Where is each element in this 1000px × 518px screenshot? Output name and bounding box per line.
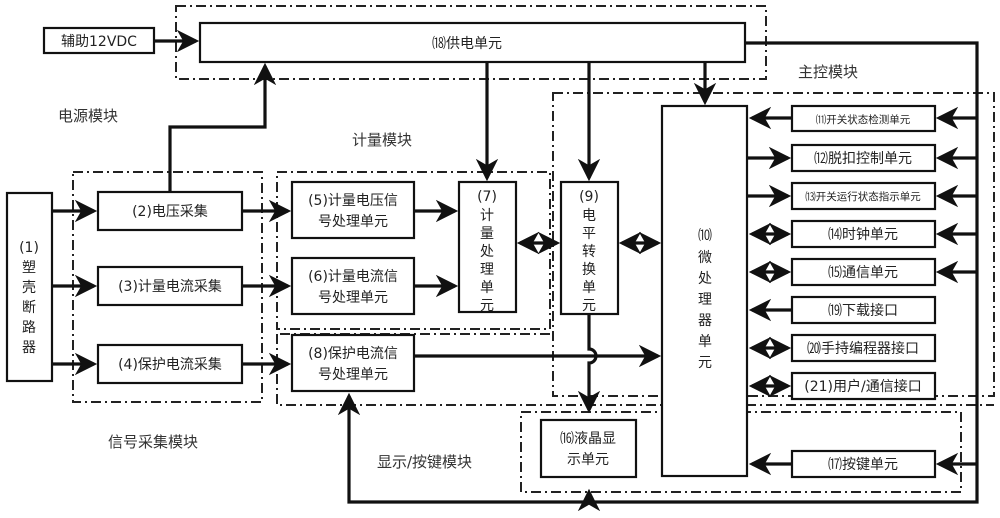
clock-unit	[790, 219, 937, 249]
communication-unit	[790, 257, 937, 287]
display-module-label: 显示/按键模块	[377, 453, 472, 471]
handheld-programmer-port-label: ⒇手持编程器接口	[807, 340, 919, 357]
protection-current-processing-label: (8)保护电流信	[308, 346, 398, 362]
lcd-display-label-2: 示单元	[567, 452, 609, 468]
metering-current-processing-label: (6)计量电流信	[308, 269, 398, 285]
svg-text:(1): (1)	[19, 240, 39, 256]
lcd-display-unit	[539, 418, 638, 479]
svg-text:理: 理	[480, 262, 494, 278]
handheld-programmer-port	[790, 333, 937, 363]
svg-text:单: 单	[480, 280, 494, 296]
svg-text:微: 微	[698, 250, 712, 266]
power-module-label: 电源模块	[58, 107, 118, 125]
switch-state-detection-unit	[790, 104, 937, 133]
switch-state-detection-label: ⑾开关状态检测单元	[816, 113, 911, 126]
power-supply-unit-label: ⒅供电单元	[432, 36, 502, 52]
svg-text:路: 路	[22, 320, 36, 336]
metering-current-processing-label-2: 号处理单元	[318, 290, 388, 306]
svg-text:处: 处	[480, 244, 494, 260]
key-unit-label: ⒄按键单元	[828, 457, 898, 473]
svg-text:元: 元	[582, 298, 596, 314]
metering-current-processing-unit	[290, 256, 416, 316]
metering-current-acquisition-label: (3)计量电流采集	[118, 278, 222, 295]
molded-case-breaker	[5, 191, 54, 383]
svg-text:平: 平	[582, 226, 596, 242]
user-communication-port	[790, 371, 937, 401]
voltage-acquisition-label: (2)电压采集	[132, 203, 208, 220]
switch-status-indicator-label: ⒀开关运行状态指示单元	[805, 190, 921, 203]
svg-text:器: 器	[698, 313, 712, 329]
signal-module-label: 信号采集模块	[108, 433, 198, 451]
trip-control-label: ⑿脱扣控制单元	[814, 151, 912, 167]
protection-current-processing-unit	[290, 333, 416, 393]
lcd-display-label: ⒃液晶显	[560, 431, 616, 447]
metering-processing-unit	[457, 180, 518, 314]
svg-text:计: 计	[480, 208, 494, 224]
molded-case-breaker-label: (1) 塑 壳 断 路 器	[19, 240, 39, 356]
svg-text:元: 元	[698, 355, 712, 371]
svg-text:断: 断	[22, 300, 36, 316]
protection-current-acquisition-label: (4)保护电流采集	[118, 356, 222, 373]
metering-module-frame	[276, 171, 551, 330]
svg-text:理: 理	[698, 292, 712, 308]
svg-text:(7): (7)	[477, 189, 497, 205]
svg-text:单: 单	[698, 334, 712, 350]
protection-current-processing-label-2: 号处理单元	[318, 367, 388, 383]
svg-text:电: 电	[582, 208, 596, 224]
download-port-label: ⒆下载接口	[828, 302, 898, 319]
metering-voltage-processing-label: (5)计量电压信	[308, 193, 398, 209]
svg-text:⑽: ⑽	[698, 228, 712, 244]
aux-12vdc-label: 辅助12VDC	[61, 34, 137, 50]
power-supply-unit	[198, 21, 747, 64]
svg-text:处: 处	[698, 271, 712, 287]
switch-status-indicator-unit	[790, 181, 937, 211]
svg-text:器: 器	[22, 340, 36, 356]
level-conversion-label: (9) 电 平 转 换 单 元	[579, 189, 599, 314]
metering-voltage-processing-label-2: 号处理单元	[318, 214, 388, 230]
svg-text:单: 单	[582, 280, 596, 296]
microprocessor-label: ⑽ 微 处 理 器 单 元	[698, 228, 712, 371]
metering-voltage-processing-unit	[290, 180, 416, 240]
communication-label: ⒂通信单元	[828, 265, 898, 281]
svg-text:(9): (9)	[579, 189, 599, 205]
trip-control-unit	[790, 143, 937, 173]
svg-text:转: 转	[582, 244, 596, 260]
clock-label: ⒁时钟单元	[828, 226, 898, 243]
svg-text:换: 换	[582, 261, 596, 278]
svg-text:塑: 塑	[22, 260, 36, 276]
svg-text:壳: 壳	[22, 279, 36, 296]
metering-module-label: 计量模块	[352, 131, 412, 149]
svg-text:元: 元	[480, 298, 494, 314]
metering-processing-label: (7) 计 量 处 理 单 元	[477, 189, 497, 314]
main-control-module-label: 主控模块	[798, 63, 858, 81]
protection-current-acquisition-unit	[96, 343, 244, 385]
microprocessor-unit	[660, 104, 749, 478]
level-conversion-unit	[559, 180, 620, 316]
metering-current-acquisition-unit	[96, 265, 244, 307]
svg-text:量: 量	[480, 226, 494, 242]
user-communication-port-label: (21)用户/通信接口	[804, 378, 921, 395]
voltage-acquisition-unit	[96, 190, 244, 232]
